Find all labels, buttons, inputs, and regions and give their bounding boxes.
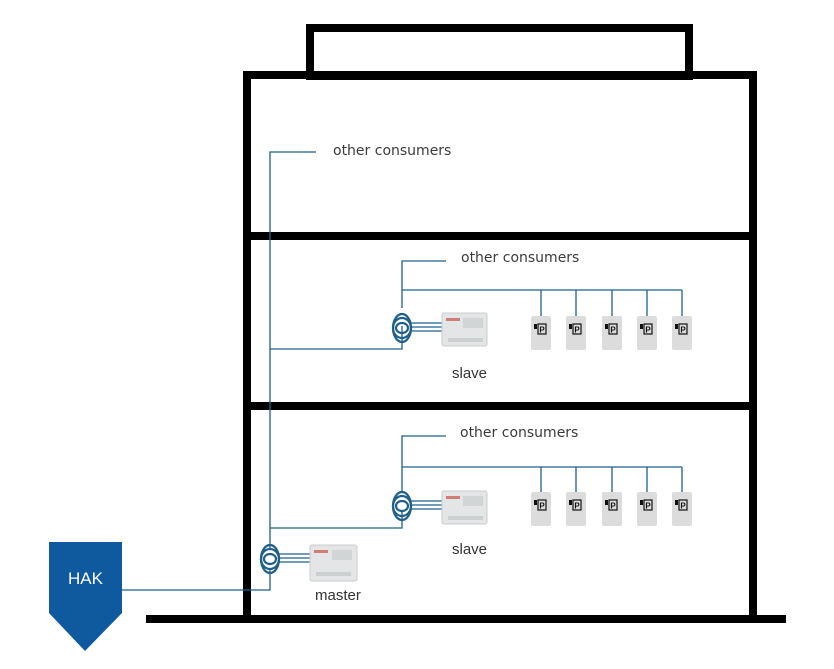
svg-text:P: P xyxy=(539,502,545,511)
cable-middle-branch xyxy=(270,326,403,350)
svg-text:P: P xyxy=(574,326,580,335)
cable-ground-other xyxy=(401,435,446,492)
ev-charger-parking-icon: P xyxy=(605,499,618,511)
cable-main-riser xyxy=(269,151,316,548)
ev-charger-parking-icon: P xyxy=(534,499,547,511)
cable-hak-feed xyxy=(122,570,271,591)
ev-charger: P xyxy=(672,467,692,526)
other-consumers-label-top: other consumers xyxy=(333,143,452,159)
ev-charger-parking-icon: P xyxy=(534,323,547,335)
svg-text:P: P xyxy=(574,502,580,511)
current-transformer-ground xyxy=(391,490,413,522)
ev-charger-parking-icon: P xyxy=(675,323,688,335)
ev-charger: P xyxy=(531,290,551,350)
meter-wires xyxy=(279,322,442,563)
svg-text:P: P xyxy=(680,502,686,511)
energy-meter-slave-middle xyxy=(441,312,488,347)
master-label: master xyxy=(315,587,361,604)
svg-text:P: P xyxy=(680,326,686,335)
svg-text:P: P xyxy=(610,326,616,335)
svg-text:P: P xyxy=(539,326,545,335)
ev-charger: P xyxy=(602,467,622,526)
ev-charger: P xyxy=(672,290,692,350)
current-transformer-middle xyxy=(391,312,413,344)
slave-label-middle: slave xyxy=(452,365,488,382)
ev-charger-parking-icon: P xyxy=(569,323,582,335)
ev-charger: P xyxy=(637,467,657,526)
ev-charger: P xyxy=(566,290,586,350)
svg-text:P: P xyxy=(645,502,651,511)
energy-meter-slave-ground xyxy=(441,490,488,525)
ev-charger-parking-icon: P xyxy=(569,499,582,511)
energy-meter-master xyxy=(309,544,358,582)
hak-label: HAK xyxy=(68,569,103,588)
ev-charger-parking-icon: P xyxy=(605,323,618,335)
svg-text:P: P xyxy=(645,326,651,335)
ev-charger-parking-icon: P xyxy=(640,499,653,511)
svg-text:P: P xyxy=(610,502,616,511)
ev-charger: P xyxy=(531,467,551,526)
cable-middle-other xyxy=(401,260,446,308)
hak-connection-box xyxy=(49,542,122,651)
current-transformer-master xyxy=(259,543,281,575)
cable-ground-branch xyxy=(270,510,403,529)
ev-charger: P xyxy=(602,290,622,350)
other-consumers-label-ground: other consumers xyxy=(460,425,579,441)
slave-label-ground: slave xyxy=(452,541,488,558)
ev-charger: P xyxy=(637,290,657,350)
ev-charger-parking-icon: P xyxy=(640,323,653,335)
ev-charger: P xyxy=(566,467,586,526)
ev-charger-parking-icon: P xyxy=(675,499,688,511)
building-structure xyxy=(146,24,786,623)
cabling xyxy=(122,151,682,591)
other-consumers-label-middle: other consumers xyxy=(461,250,580,266)
roof-structure xyxy=(306,24,693,80)
